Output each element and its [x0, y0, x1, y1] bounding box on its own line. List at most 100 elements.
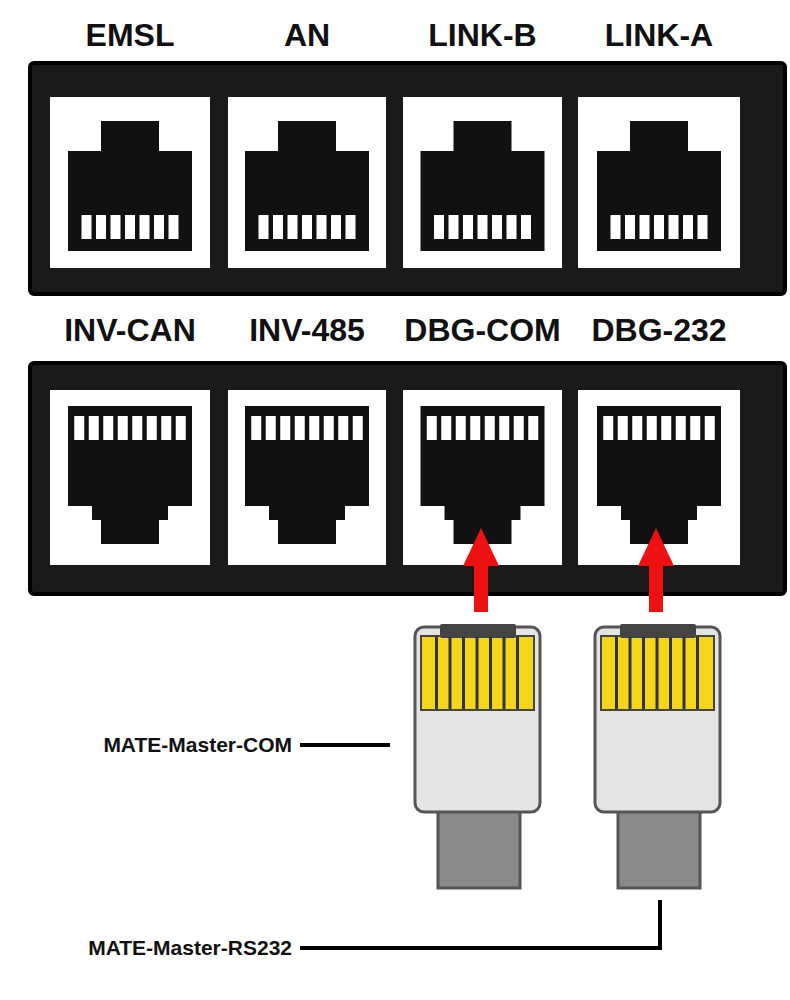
jack-pin [521, 215, 531, 239]
contact-line [489, 637, 492, 709]
port-jack: INV-CAN [50, 390, 210, 565]
insert-arrow [463, 528, 499, 612]
contact-line [696, 637, 699, 709]
port-name: LINK-A [509, 16, 790, 54]
jack-outline [421, 406, 545, 544]
contact-line [669, 637, 672, 709]
jack-pin [295, 416, 305, 440]
plug-body [595, 627, 720, 812]
jack-pin [528, 416, 538, 440]
jack-pin [698, 215, 708, 239]
lower-panel [30, 363, 785, 594]
jack-pin [441, 416, 451, 440]
jack-pin [705, 416, 715, 440]
contact-line [516, 637, 519, 709]
port-jack: LINK-A [578, 97, 740, 268]
contact-line [449, 637, 452, 709]
label-holder: MATE-Master-RS232 [8, 936, 294, 960]
contact-line [656, 637, 659, 709]
jack-pin [309, 416, 319, 440]
port-name: EMSL [0, 16, 280, 54]
jack-pin [169, 215, 179, 239]
jack-outline [597, 406, 721, 544]
jack-pin [82, 215, 92, 239]
port-jack: INV-485 [228, 390, 386, 565]
jack-pin [259, 215, 269, 239]
jack-outline [597, 121, 721, 251]
insert-arrow [638, 528, 674, 612]
jack-pin [176, 416, 186, 440]
port-jack: AN [228, 97, 386, 268]
jack-pin [338, 416, 348, 440]
contact-line [683, 637, 686, 709]
jack-pin [463, 215, 473, 239]
contacts [601, 636, 714, 710]
port-name: DBG-COM [333, 311, 633, 349]
contact-lines [617, 637, 698, 709]
jack-pin [111, 215, 121, 239]
jack-pin [514, 416, 524, 440]
jack-pin [132, 416, 142, 440]
jack-pin [118, 416, 128, 440]
jack-pin [690, 416, 700, 440]
jack-pin [103, 416, 113, 440]
jack-pin [89, 416, 99, 440]
jack-pin [427, 416, 437, 440]
plug-body [415, 627, 540, 812]
port-name: LINK-B [333, 16, 633, 54]
jack-outline [245, 121, 369, 251]
jack-pin [324, 416, 334, 440]
jack-pin [478, 215, 488, 239]
jack-pin [470, 416, 480, 440]
jack-pin [266, 416, 276, 440]
jack-pin [140, 215, 150, 239]
jack-outline [68, 121, 192, 251]
jack-pin [632, 416, 642, 440]
port-name: INV-CAN [0, 311, 280, 349]
jack-pin [302, 215, 312, 239]
contact-line [476, 637, 479, 709]
jack-pin [611, 215, 621, 239]
jack-pin [683, 215, 693, 239]
jack-outline [245, 406, 369, 544]
contact-line [629, 637, 632, 709]
jack-symbol [228, 390, 386, 565]
jack-outline [421, 121, 545, 251]
jack-pin [669, 215, 679, 239]
port-jack: LINK-B [403, 97, 562, 268]
cable-name: MATE-Master-RS232 [86, 936, 294, 959]
port-jack: EMSL [50, 97, 210, 268]
contact-line [615, 637, 618, 709]
jack-pin [280, 416, 290, 440]
jack-pin [449, 215, 459, 239]
leader-line [300, 900, 660, 948]
jack-symbol [403, 97, 562, 268]
jack-pin [288, 215, 298, 239]
jack-pin [434, 215, 444, 239]
jack-pin [499, 416, 509, 440]
jack-pin [317, 215, 327, 239]
latch [440, 624, 516, 638]
jack-pin [485, 416, 495, 440]
jack-pin [353, 416, 363, 440]
jack-symbol [50, 97, 210, 268]
jack-pin [125, 215, 135, 239]
label-holder: MATE-Master-COM [8, 733, 294, 757]
jack-pin [492, 215, 502, 239]
jack-pin [647, 416, 657, 440]
contact-line [435, 637, 438, 709]
jack-pin [661, 416, 671, 440]
jack-symbol [228, 97, 386, 268]
jack-pin [96, 215, 106, 239]
jack-pin [147, 416, 157, 440]
jack-pin [676, 416, 686, 440]
cable-name: MATE-Master-COM [101, 733, 294, 756]
cable [618, 808, 700, 888]
contact-line [642, 637, 645, 709]
jack-symbol [50, 390, 210, 565]
port-name: AN [157, 16, 457, 54]
latch [620, 624, 696, 638]
jack-pin [640, 215, 650, 239]
jack-pin [251, 416, 261, 440]
